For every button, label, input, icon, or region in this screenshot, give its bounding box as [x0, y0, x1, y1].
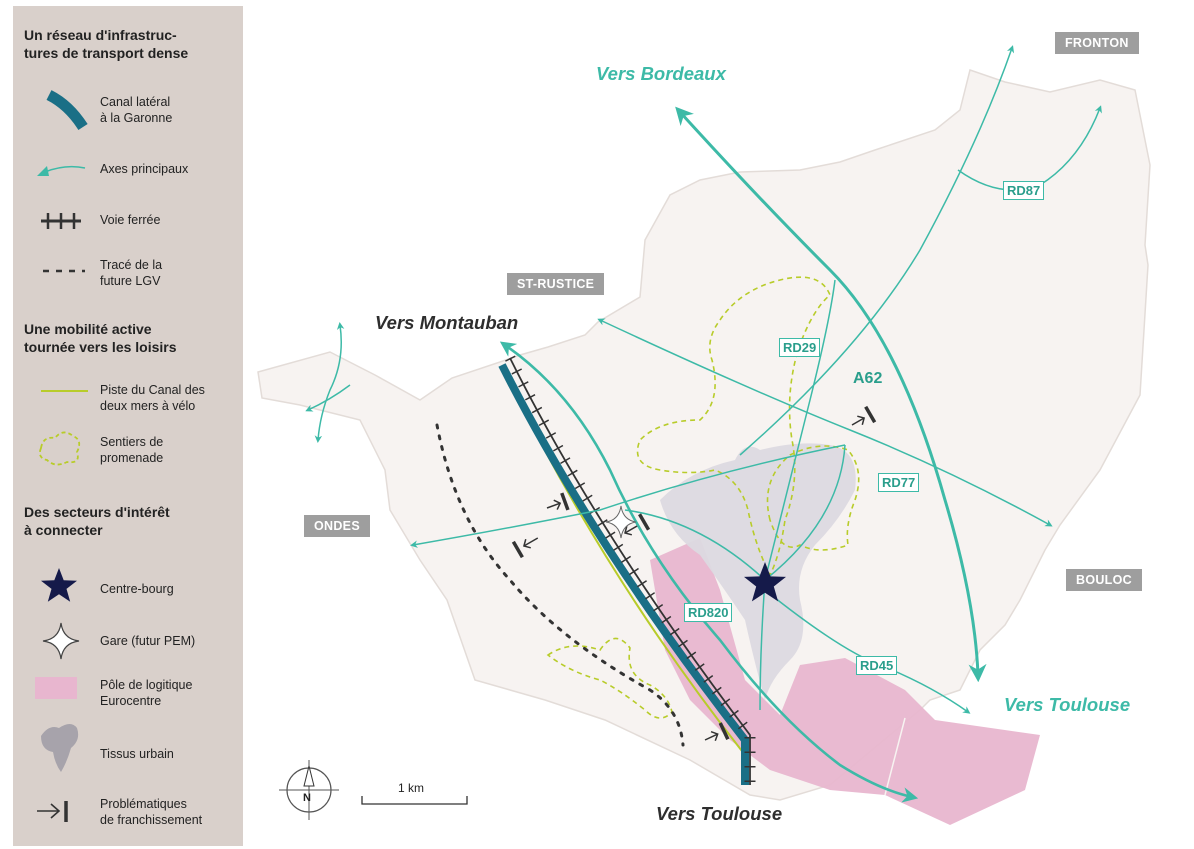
place-bouloc: BOULOC	[1066, 569, 1142, 591]
scale-bar	[361, 796, 468, 805]
road-label-rd45: RD45	[856, 656, 898, 675]
north-arrow-icon	[279, 760, 339, 820]
crossing-icon	[546, 492, 570, 511]
legend-panel: Un réseau d'infrastruc- tures de transpo…	[13, 6, 243, 846]
direction-montauban: Vers Montauban	[375, 312, 519, 333]
direction-toulouse-east: Vers Toulouse	[1004, 694, 1131, 715]
urban-fabric-icon	[41, 724, 79, 772]
legend-section-mobility: Une mobilité active tournée vers les loi…	[24, 321, 177, 355]
legend-label-logistics: Pôle de logitique Eurocentre	[100, 678, 193, 708]
legend-label-canal: Canal latéral à la Garonne	[100, 95, 173, 125]
crossing-icon	[511, 537, 539, 559]
legend-label-bike: Piste du Canal des deux mers à vélo	[100, 383, 205, 413]
place-st-rustice: ST-RUSTICE	[507, 273, 605, 295]
road-label-rd820: RD820	[684, 603, 733, 622]
road-label-a62: A62	[853, 370, 883, 387]
scale-label: 1 km	[398, 781, 425, 795]
bike-path-line-icon	[41, 390, 88, 392]
crossing-icon	[624, 513, 651, 536]
trail-icon	[38, 431, 81, 466]
dashed-line-icon	[43, 269, 85, 273]
star-icon	[41, 568, 77, 602]
legend-label-station: Gare (futur PEM)	[100, 634, 196, 648]
legend-section-network: Un réseau d'infrastruc- tures de transpo…	[24, 27, 189, 61]
legend-section-sectors: Des secteurs d'intérêt à connecter	[24, 504, 170, 538]
place-ondes: ONDES	[304, 515, 370, 537]
arrow-icon	[37, 165, 86, 176]
legend-label-trail: Sentiers de promenade	[100, 435, 164, 465]
legend-label-crossing: Problématiques de franchissement	[100, 797, 203, 827]
crossing-icon	[704, 722, 730, 741]
crossing-icon	[37, 801, 68, 822]
road-label-rd87: RD87	[1003, 181, 1045, 200]
road-label-rd29: RD29	[779, 338, 821, 357]
direction-bordeaux: Vers Bordeaux	[596, 63, 726, 84]
station-icon	[605, 505, 637, 539]
canal-swatch-icon	[46, 90, 88, 131]
place-fronton: FRONTON	[1055, 32, 1139, 54]
logistics-swatch-icon	[35, 677, 77, 699]
road-label-rd77: RD77	[878, 473, 920, 492]
station-icon	[42, 622, 80, 660]
centre-bourg-star	[744, 562, 786, 602]
legend-label-lgv: Tracé de la future LGV	[100, 258, 163, 288]
crossing-markers	[511, 405, 877, 741]
legend-label-urban: Tissus urbain	[100, 747, 174, 761]
railway-icon	[41, 213, 81, 229]
crossing-icon	[851, 405, 877, 426]
north-label: N	[303, 792, 311, 804]
legend-label-railway: Voie ferrée	[100, 213, 161, 227]
legend-label-centre: Centre-bourg	[100, 582, 174, 596]
legend-label-axes: Axes principaux	[100, 162, 189, 176]
direction-toulouse-south: Vers Toulouse	[656, 803, 783, 824]
map-canvas	[257, 45, 1151, 825]
